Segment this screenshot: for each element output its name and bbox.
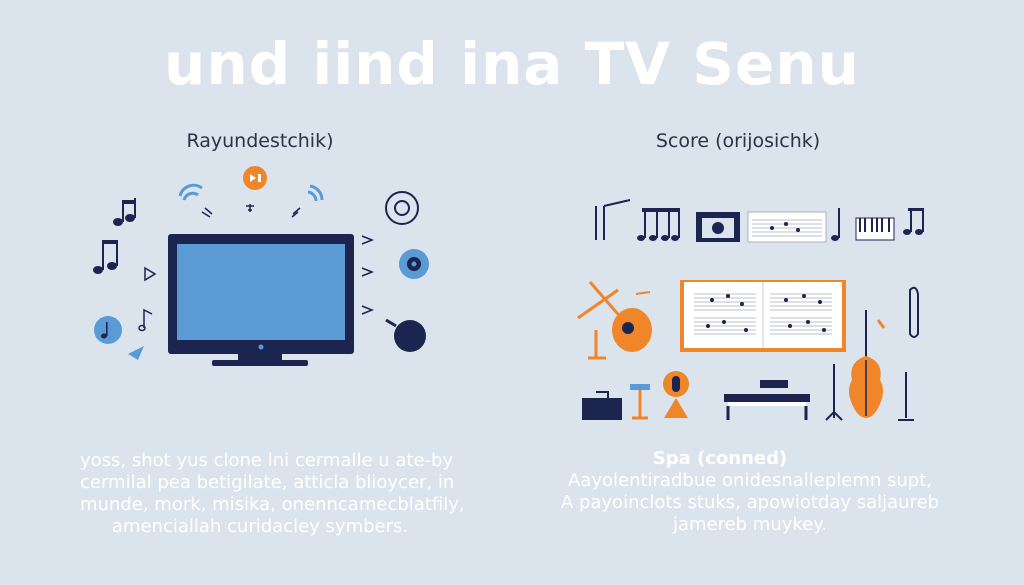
drum-icon (582, 391, 622, 420)
sheet-music-icon (747, 211, 827, 243)
guitar-icon (577, 281, 652, 360)
right-line: A payoinclots stuks, apowiotday saljaure… (560, 492, 940, 513)
violin-icon (849, 310, 886, 418)
speaker-icon (696, 212, 740, 242)
right-heading: Spa (conned) (652, 448, 788, 469)
left-line: munde, mork, misika, onenncamecblatfily, (80, 494, 465, 515)
left-line: amenciallah curidacley symbers. (111, 516, 409, 537)
speaker-icon (361, 235, 375, 315)
microphone-icon (909, 286, 919, 338)
right-line: jamereb muykey. (672, 514, 828, 535)
tv-icon (168, 234, 354, 366)
right-subtitle: Score (orijosichk) (655, 130, 821, 152)
music-stand-icon (825, 364, 843, 421)
sheet-music-icon (680, 280, 846, 352)
left-description: yoss, shot yus clone lni cermalle u ate-… (80, 450, 465, 538)
left-line: yoss, shot yus clone lni cermalle u ate-… (80, 450, 454, 471)
left-line: cermilal pea betigilate, atticla blioyce… (80, 472, 455, 493)
speaker-icon (128, 346, 144, 360)
wifi-icon (178, 183, 203, 201)
right-line: Aayolentiradbue onidesnalleplemn supt, (567, 470, 932, 491)
music-note-icon (637, 208, 680, 241)
vinyl-record-icon (399, 249, 429, 279)
left-subtitle: Rayundestchik) (186, 130, 334, 152)
keyboard-icon (855, 217, 895, 241)
microphone-icon (595, 199, 631, 240)
wifi-icon (201, 204, 301, 218)
speaker-icon (144, 266, 157, 282)
music-note-icon (138, 308, 153, 332)
right-description: Aayolentiradbue onidesnalleplemn supt, A… (560, 470, 940, 536)
music-note-icon (903, 208, 924, 235)
music-note-icon (93, 240, 118, 274)
music-note-icon (831, 208, 840, 241)
music-note-icon (94, 316, 122, 344)
wifi-icon (307, 184, 324, 202)
vinyl-record-icon (385, 191, 419, 225)
page-title: und iind ina TV Senu (164, 30, 860, 98)
keyboard-icon (724, 380, 810, 420)
drum-icon (630, 384, 650, 420)
music-note-icon (113, 198, 136, 226)
music-stand-icon (898, 372, 914, 421)
microphone-icon (663, 371, 689, 418)
speaker-icon (385, 318, 426, 352)
